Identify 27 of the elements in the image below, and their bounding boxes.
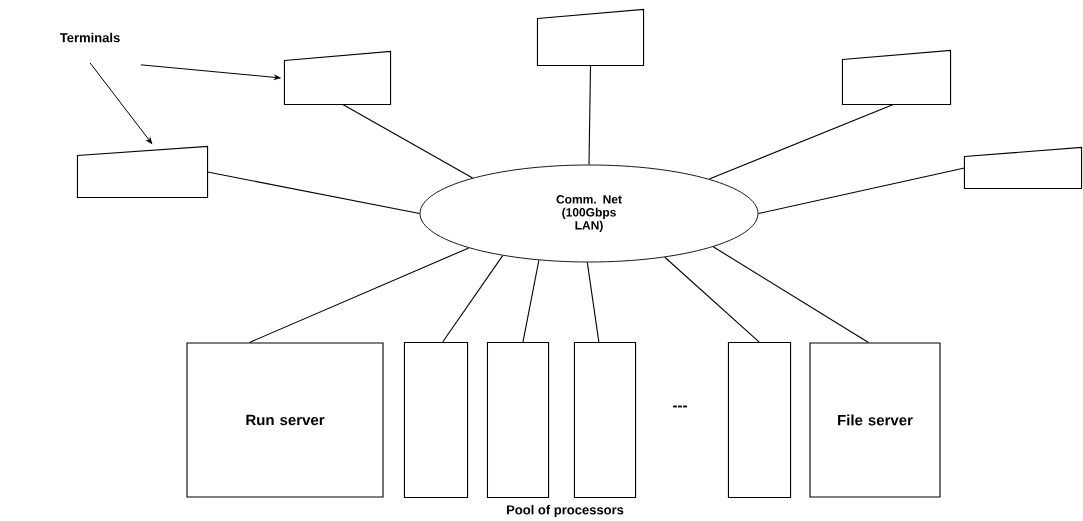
terminal-box [841,49,952,106]
connector-line [441,255,504,343]
leader-arrow [140,64,281,80]
connector-line [249,247,470,343]
processor-box [486,341,550,499]
terminal-box [536,8,645,67]
ellipsis-dashes: --- [673,405,687,408]
leader-arrow [89,62,153,144]
terminal-box [76,145,209,199]
connector-line [664,256,761,343]
connector-line [588,65,592,166]
terminal-box [963,146,1083,190]
connector-line [586,261,600,343]
connector-line [757,167,965,215]
connector-line [342,104,474,179]
processor-box [403,341,469,499]
connector-line [207,171,421,215]
terminals-label: Terminals [59,32,120,43]
server-box: Run server [186,342,384,498]
processor-box [573,341,637,499]
pool-label: Pool of processors [507,504,624,518]
terminal-box [283,50,392,106]
connector-line [712,246,869,343]
connector-line [708,104,894,180]
processor-box [727,341,792,499]
server-box: File server [809,342,941,498]
connector-line [522,259,540,343]
